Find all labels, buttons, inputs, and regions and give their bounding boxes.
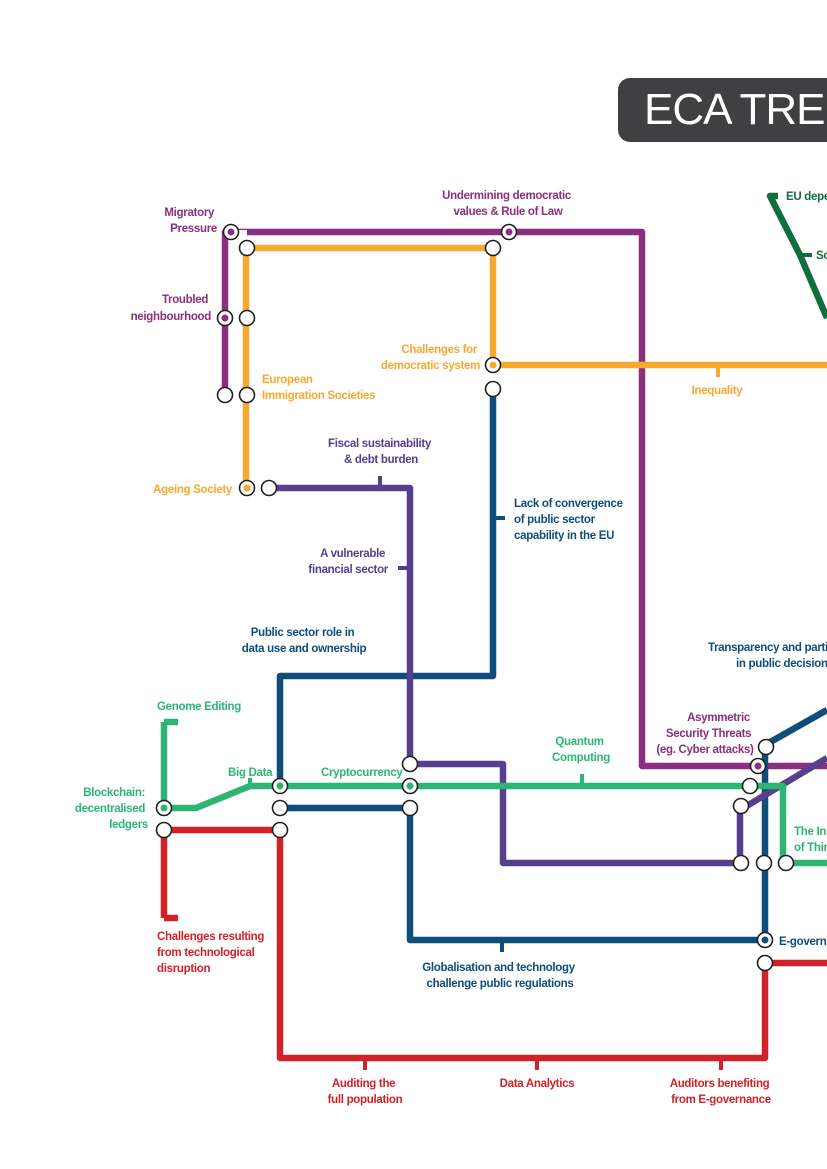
- label-european-immigration: European Immigration Societies: [262, 374, 375, 402]
- station-asymmetric: [732, 738, 775, 815]
- station-internet-of-things: [732, 854, 795, 872]
- label-fiscal: Fiscal sustainability & debt burden: [328, 438, 434, 466]
- label-challenges-tech: Challenges resulting from technological …: [157, 931, 267, 975]
- label-blockchain: Blockchain: decentralised ledgers: [75, 787, 148, 831]
- station-european-immigration: [216, 386, 256, 404]
- line-orange: [242, 244, 827, 488]
- label-internet-things: The In of Thin: [794, 826, 827, 854]
- label-undermining: Undermining democratic values & Rule of …: [442, 190, 574, 218]
- label-genome: Genome Editing: [157, 701, 241, 713]
- station-migratory: [222, 223, 256, 257]
- line-purple: [221, 228, 827, 770]
- station-ageing: [238, 479, 278, 497]
- label-migratory-pressure: Migratory Pressure: [164, 207, 217, 235]
- line-violet: [270, 484, 827, 867]
- station-challenges-democratic: [484, 356, 502, 398]
- station-e-governance: [756, 931, 774, 972]
- label-cryptocurrency: Cryptocurrency: [321, 767, 403, 779]
- label-vulnerable: A vulnerable financial sector: [308, 548, 388, 576]
- label-e-governance: E-govern: [779, 936, 827, 948]
- label-public-sector-role: Public sector role in data use and owner…: [242, 627, 367, 655]
- label-eu-dep: EU depe: [786, 191, 827, 203]
- label-quantum: Quantum Computing: [552, 736, 610, 764]
- label-transparency: Transparency and parti in public decisio…: [708, 642, 827, 670]
- line-dark-green: [766, 192, 827, 320]
- label-asymmetric: Asymmetric Security Threats (eg. Cyber a…: [656, 712, 754, 756]
- page-title: ECA TREN: [618, 78, 827, 142]
- label-inequality: Inequality: [692, 385, 744, 397]
- line-blue: [276, 388, 497, 808]
- label-globalisation: Globalisation and technology challenge p…: [422, 962, 578, 990]
- station-undermining: [484, 223, 518, 257]
- label-ageing: Ageing Society: [153, 484, 233, 496]
- label-auditing: Auditing the full population: [328, 1078, 403, 1106]
- label-big-data: Big Data: [228, 767, 273, 779]
- label-challenges-democratic: Challenges for democratic system: [381, 344, 480, 372]
- station-troubled: [216, 309, 256, 327]
- station-cryptocurrency: [401, 755, 419, 817]
- station-blockchain: [155, 799, 173, 839]
- label-auditors: Auditors benefiting from E-governance: [670, 1078, 773, 1106]
- label-lack-convergence: Lack of convergence of public sector cap…: [514, 498, 626, 542]
- label-so: So: [816, 250, 827, 262]
- label-troubled: Troubled neighbourhood: [131, 294, 212, 323]
- station-big-data: [271, 777, 289, 839]
- label-data-analytics: Data Analytics: [500, 1078, 575, 1090]
- line-blue-2: [280, 707, 827, 944]
